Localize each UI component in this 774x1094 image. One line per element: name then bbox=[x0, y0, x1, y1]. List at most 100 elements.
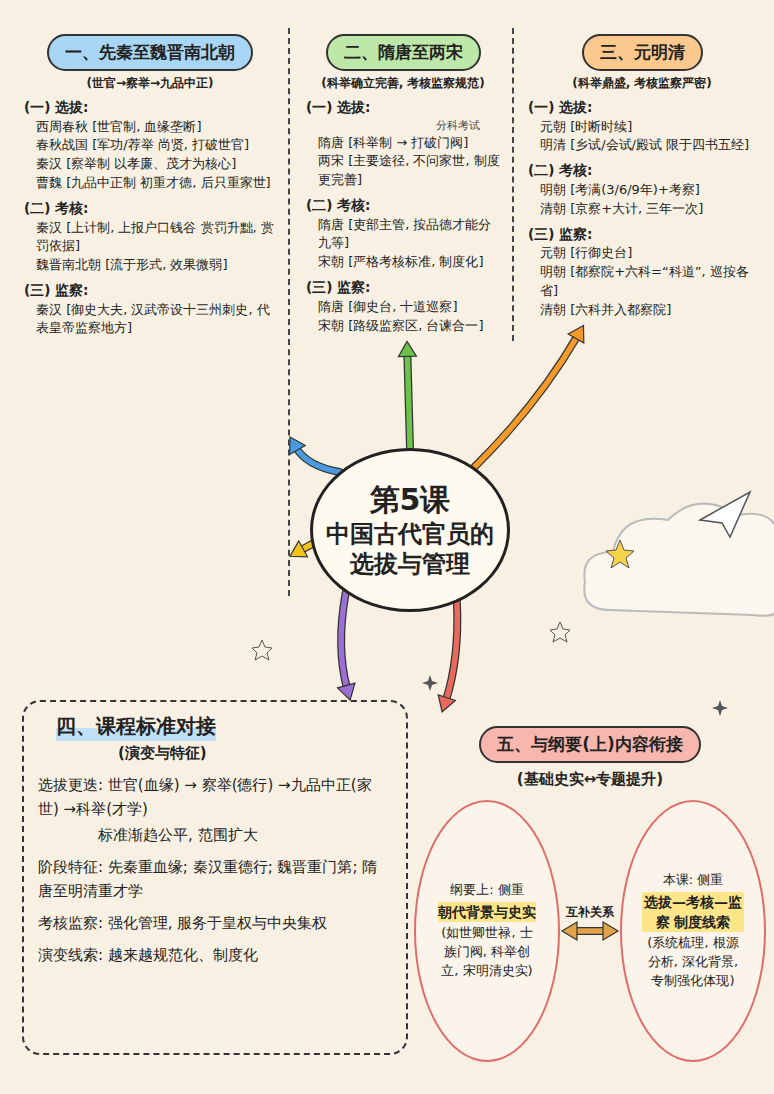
section-panel: 五、与纲要(上)内容衔接 (基础史实↔专题提升) 纲要上: 侧重朝代背景与史实(如世… bbox=[414, 712, 766, 1072]
list-item: 西周春秋 [世官制, 血缘垄断] bbox=[24, 118, 276, 137]
list-item: 宋朝 [严格考核标准, 制度化] bbox=[306, 253, 500, 272]
arrowhead bbox=[398, 341, 416, 356]
section-panel: 三、元明清 (科举鼎盛, 考核监察严密) (一) 选拔:元朝 [时断时续]明清 [乡… bbox=[522, 28, 768, 325]
section-panel: 二、隋唐至两宋 (科举确立完善, 考核监察规范) (一) 选拔:分科考试隋唐 [科举… bbox=[300, 28, 514, 341]
compare-ellipse: 纲要上: 侧重朝代背景与史实(如世卿世禄, 士族门阀, 科举创立, 宋明清史实) bbox=[414, 800, 560, 1062]
subheading: (三) 监察: bbox=[306, 278, 500, 298]
node-text: 第5课 bbox=[370, 481, 451, 519]
paper-plane bbox=[700, 492, 750, 537]
subheading: (一) 选拔: bbox=[24, 98, 276, 118]
list-item: 清朝 [京察+大计, 三年一次] bbox=[528, 200, 756, 219]
node-text: 二、隋唐至两宋 bbox=[344, 40, 463, 65]
list-item: 明朝 [考满(3/6/9年)+考察] bbox=[528, 181, 756, 200]
node-text: (如世卿世禄, 士族门阀, 科举创立, 宋明清史实) bbox=[436, 924, 538, 981]
connector-outline bbox=[341, 593, 347, 689]
connector-line bbox=[407, 353, 410, 448]
connector-line bbox=[296, 447, 339, 472]
node-text: (系统梳理, 根源分析, 深化背景, 专制强化体现) bbox=[642, 934, 744, 991]
subheading: (二) 考核: bbox=[528, 161, 756, 181]
sparkle bbox=[712, 700, 728, 716]
subheading: (三) 监察: bbox=[528, 225, 756, 245]
node-text: 中国古代官员的选拔与管理 bbox=[324, 519, 496, 579]
node-text: (世官→察举→九品中正) bbox=[24, 75, 276, 92]
list-item: 明朝 [都察院+六科=“科道”, 巡按各省] bbox=[528, 263, 756, 301]
node-text: (演变与特征) bbox=[118, 743, 392, 765]
node-text: 四、课程标准对接 bbox=[56, 712, 216, 741]
connector bbox=[338, 593, 355, 700]
node-text: 选拔—考核—监察 制度线索 bbox=[642, 892, 744, 933]
list-item: 隋唐 [御史台, 十道巡察] bbox=[306, 298, 500, 317]
node-text: 演变线索: 越来越规范化、制度化 bbox=[38, 943, 392, 967]
list-item: 春秋战国 [军功/荐举 尚贤, 打破世官] bbox=[24, 136, 276, 155]
connector-line bbox=[574, 928, 606, 934]
node-text: 朝代背景与史实 bbox=[438, 902, 536, 922]
list-item: 两宋 [主要途径, 不问家世, 制度更完善] bbox=[306, 152, 500, 190]
node-text: (科举确立完善, 考核监察规范) bbox=[306, 75, 500, 92]
subheading: (二) 考核: bbox=[306, 196, 500, 216]
connector bbox=[290, 437, 340, 472]
sparkle bbox=[422, 675, 438, 691]
list-item: 秦汉 [御史大夫, 汉武帝设十三州刺史, 代表皇帝监察地方] bbox=[24, 301, 276, 339]
section-header: 二、隋唐至两宋 bbox=[326, 34, 481, 71]
connector-outline bbox=[574, 927, 606, 935]
list-item: 曹魏 [九品中正制 初重才德, 后只重家世] bbox=[24, 174, 276, 193]
cloud bbox=[584, 504, 774, 616]
list-item: 秦汉 [上计制, 上报户口钱谷 赏罚升黜, 赏罚依据] bbox=[24, 219, 276, 257]
connector-outline bbox=[296, 447, 339, 472]
section-header: 三、元明清 bbox=[582, 34, 703, 71]
connector-line bbox=[446, 602, 457, 700]
list-item: 清朝 [六科并入都察院] bbox=[528, 301, 756, 320]
star bbox=[550, 622, 570, 642]
node-text: 五、与纲要(上)内容衔接 bbox=[497, 732, 683, 757]
list-item: 宋朝 [路级监察区, 台谏合一] bbox=[306, 317, 500, 336]
arrowhead bbox=[338, 683, 355, 700]
connector-outline bbox=[474, 336, 577, 467]
node-text: 本课: 侧重 bbox=[663, 871, 724, 890]
edge-label: 互补关系 bbox=[564, 904, 616, 921]
arrowhead bbox=[568, 325, 584, 342]
node-text: 选拔更迭: 世官(血缘) → 察举(德行) →九品中正(家世) →科举(才学) bbox=[38, 773, 392, 821]
star bbox=[252, 640, 272, 660]
subheading: (三) 监察: bbox=[24, 281, 276, 301]
arrowhead bbox=[290, 541, 307, 557]
list-item: 元朝 [行御史台] bbox=[528, 244, 756, 263]
arrowhead bbox=[603, 922, 618, 940]
node-text: (科举鼎盛, 考核监察严密) bbox=[528, 75, 756, 92]
list-item: 隋唐 [吏部主管, 按品德才能分九等] bbox=[306, 216, 500, 254]
node-text: 纲要上: 侧重 bbox=[450, 881, 524, 900]
subheading: (二) 考核: bbox=[24, 199, 276, 219]
node-text: 考核监察: 强化管理, 服务于皇权与中央集权 bbox=[38, 911, 392, 935]
compare-ellipse: 本课: 侧重选拔—考核—监察 制度线索(系统梳理, 根源分析, 深化背景, 专制… bbox=[620, 800, 766, 1062]
node-text: 三、元明清 bbox=[600, 40, 685, 65]
section-header: 一、先秦至魏晋南北朝 bbox=[47, 34, 253, 71]
connector bbox=[562, 922, 618, 940]
list-item: 隋唐 [科举制 → 打破门阀] bbox=[306, 134, 500, 153]
section-header: 五、与纲要(上)内容衔接 bbox=[479, 726, 701, 763]
dashed-panel: 四、课程标准对接(演变与特征) 选拔更迭: 世官(血缘) → 察举(德行) →九品… bbox=[22, 700, 408, 1055]
connector-line bbox=[474, 336, 577, 467]
central-ellipse: 第5课中国古代官员的选拔与管理 bbox=[310, 448, 510, 612]
connector bbox=[398, 341, 416, 448]
connector bbox=[474, 325, 584, 467]
node-text: 分科考试 bbox=[306, 118, 500, 134]
connector-line bbox=[341, 593, 347, 689]
connector bbox=[290, 541, 312, 557]
arrowhead bbox=[562, 922, 577, 940]
node-text: 一、先秦至魏晋南北朝 bbox=[65, 40, 235, 65]
section-panel: 一、先秦至魏晋南北朝 (世官→察举→九品中正) (一) 选拔:西周春秋 [世官制, … bbox=[18, 28, 290, 596]
connector-outline bbox=[407, 353, 410, 448]
arrowhead bbox=[438, 695, 455, 712]
connector-outline bbox=[446, 602, 457, 700]
node-text: 标准渐趋公平, 范围扩大 bbox=[38, 823, 392, 847]
node-text: 阶段特征: 先秦重血缘; 秦汉重德行; 魏晋重门第; 隋唐至明清重才学 bbox=[38, 855, 392, 903]
subheading: (一) 选拔: bbox=[306, 98, 500, 118]
list-item: 明清 [乡试/会试/殿试 限于四书五经] bbox=[528, 136, 756, 155]
list-item: 魏晋南北朝 [流于形式, 效果微弱] bbox=[24, 256, 276, 275]
node-text: (基础史实↔专题提升) bbox=[414, 769, 766, 791]
star bbox=[606, 540, 634, 568]
list-item: 秦汉 [察举制 以孝廉、茂才为核心] bbox=[24, 155, 276, 174]
list-item: 元朝 [时断时续] bbox=[528, 118, 756, 137]
subheading: (一) 选拔: bbox=[528, 98, 756, 118]
connector bbox=[438, 602, 457, 712]
